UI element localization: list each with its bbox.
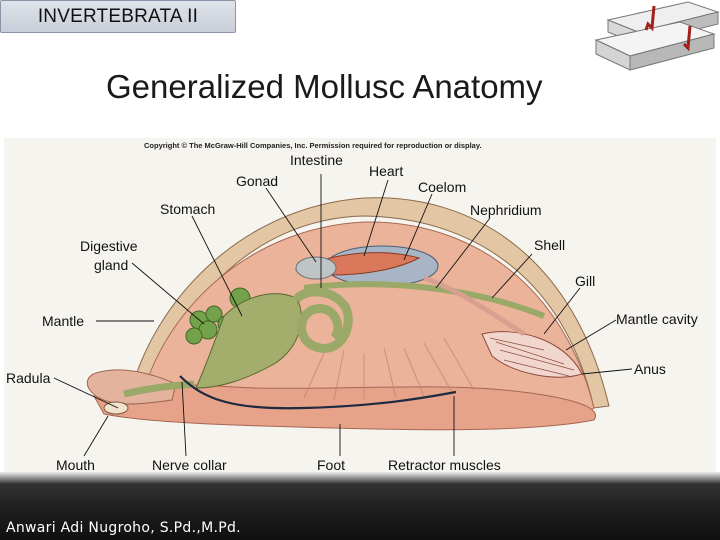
mollusc-anatomy-diagram: Copyright © The McGraw-Hill Companies, I… <box>4 138 716 472</box>
label-mantle-cavity: Mantle cavity <box>616 311 698 327</box>
label-mantle: Mantle <box>42 313 84 329</box>
stomach-shape <box>195 293 302 389</box>
label-gonad: Gonad <box>236 173 278 189</box>
label-retractor-muscles: Retractor muscles <box>388 457 501 472</box>
label-digestive-gland-2: gland <box>94 257 128 273</box>
author-name: Anwari Adi Nugroho, S.Pd.,M.Pd. <box>6 520 241 536</box>
label-stomach: Stomach <box>160 201 215 217</box>
label-shell: Shell <box>534 237 565 253</box>
label-coelom: Coelom <box>418 179 466 195</box>
label-digestive-gland-1: Digestive <box>80 238 138 254</box>
label-intestine: Intestine <box>290 152 343 168</box>
retractor-muscles-shape <box>303 337 475 401</box>
label-gill: Gill <box>575 273 595 289</box>
label-nephridium: Nephridium <box>470 202 542 218</box>
label-nerve-collar: Nerve collar <box>152 457 227 472</box>
copyright-text: Copyright © The McGraw-Hill Companies, I… <box>144 141 482 150</box>
radula-shape <box>103 401 129 415</box>
footer-bar: Anwari Adi Nugroho, S.Pd.,M.Pd. <box>0 472 720 540</box>
intestine-shape <box>292 287 353 353</box>
books-icon <box>594 1 720 71</box>
nephridium-shape <box>423 275 526 337</box>
head <box>86 369 177 405</box>
label-anus: Anus <box>634 361 666 377</box>
label-heart: Heart <box>369 163 403 179</box>
slide-title: Generalized Mollusc Anatomy <box>106 68 543 105</box>
gonad-shape <box>295 256 337 280</box>
course-tag: INVERTEBRATA II <box>0 0 236 33</box>
nerve-collar-shape <box>179 375 457 410</box>
label-foot: Foot <box>317 457 345 472</box>
label-radula: Radula <box>6 370 51 386</box>
label-mouth: Mouth <box>56 457 95 472</box>
shell <box>131 197 610 409</box>
